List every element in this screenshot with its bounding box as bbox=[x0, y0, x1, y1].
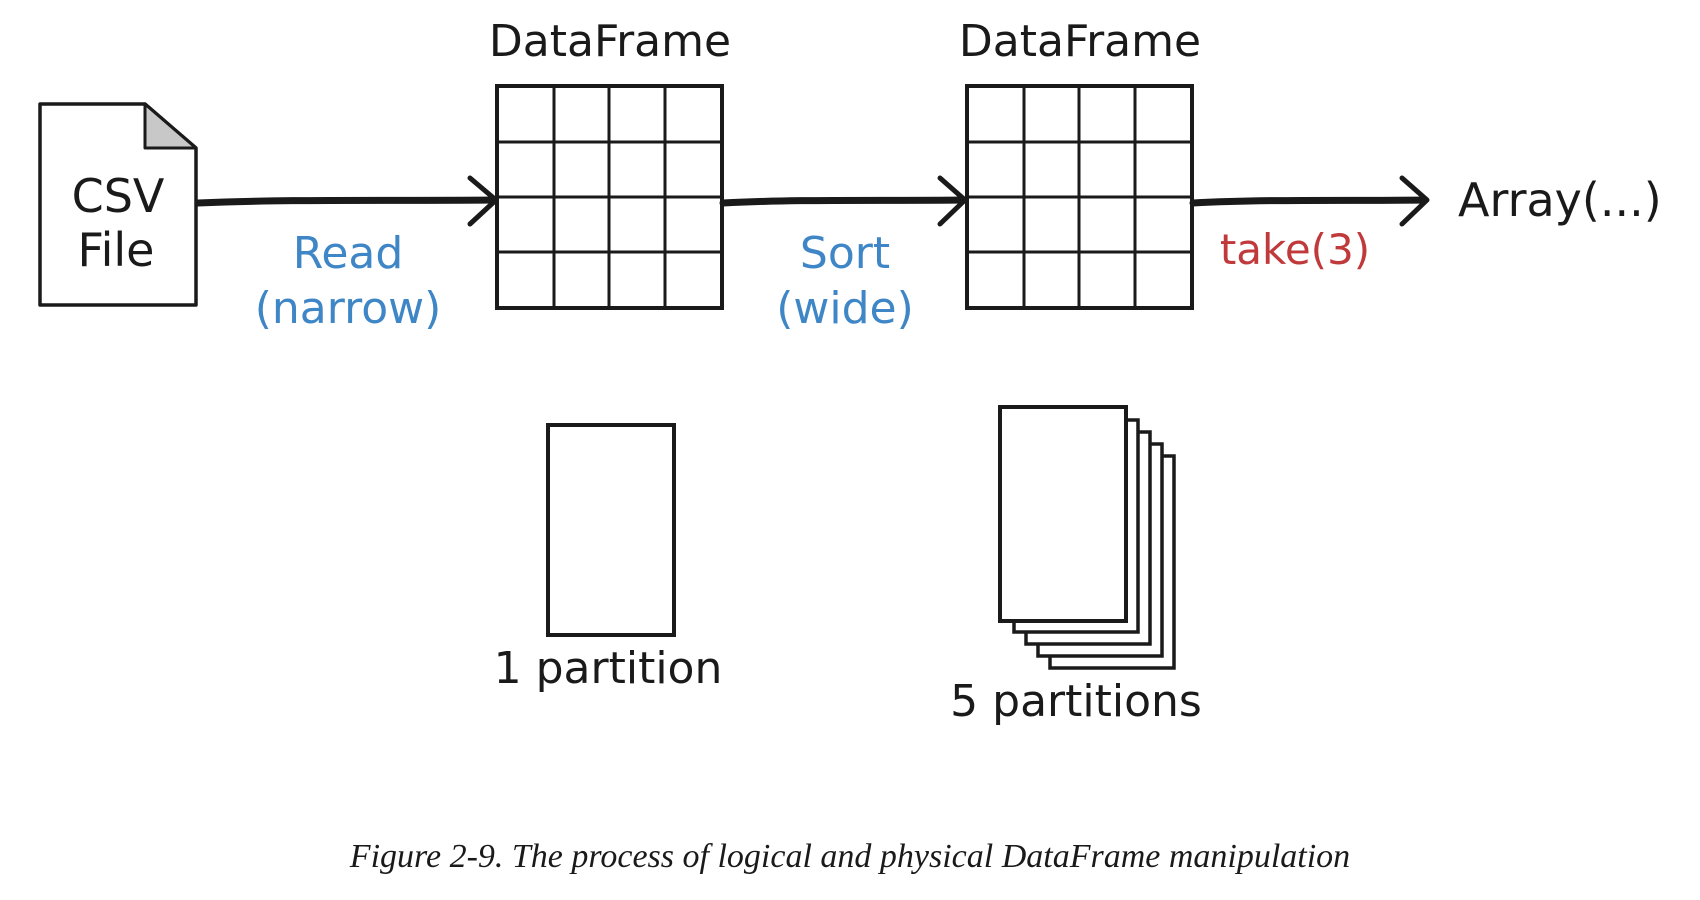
read-label-line1: Read bbox=[293, 228, 404, 279]
array-result-label: Array(...) bbox=[1458, 173, 1662, 227]
dataframe-2-title: DataFrame bbox=[959, 16, 1201, 67]
csv-file-icon bbox=[38, 102, 198, 307]
dataframe-2-grid bbox=[965, 84, 1194, 310]
csv-label-line1: CSV bbox=[72, 169, 165, 223]
sort-arrow bbox=[719, 175, 968, 227]
read-label-line2: (narrow) bbox=[255, 283, 442, 334]
sort-label-line2: (wide) bbox=[776, 283, 914, 334]
csv-label-line2: File bbox=[78, 223, 155, 277]
five-partitions-label: 5 partitions bbox=[950, 676, 1202, 727]
dataframe-1-grid bbox=[495, 84, 724, 310]
dataframe-1-title: DataFrame bbox=[489, 16, 731, 67]
take-label: take(3) bbox=[1220, 225, 1370, 274]
sort-label-line1: Sort bbox=[800, 228, 890, 279]
single-partition-label: 1 partition bbox=[494, 643, 723, 694]
figure-caption: Figure 2-9. The process of logical and p… bbox=[349, 838, 1351, 875]
single-partition-icon bbox=[546, 423, 676, 637]
five-partitions-icon bbox=[998, 405, 1176, 670]
read-arrow bbox=[194, 175, 499, 227]
take-arrow bbox=[1189, 175, 1430, 227]
